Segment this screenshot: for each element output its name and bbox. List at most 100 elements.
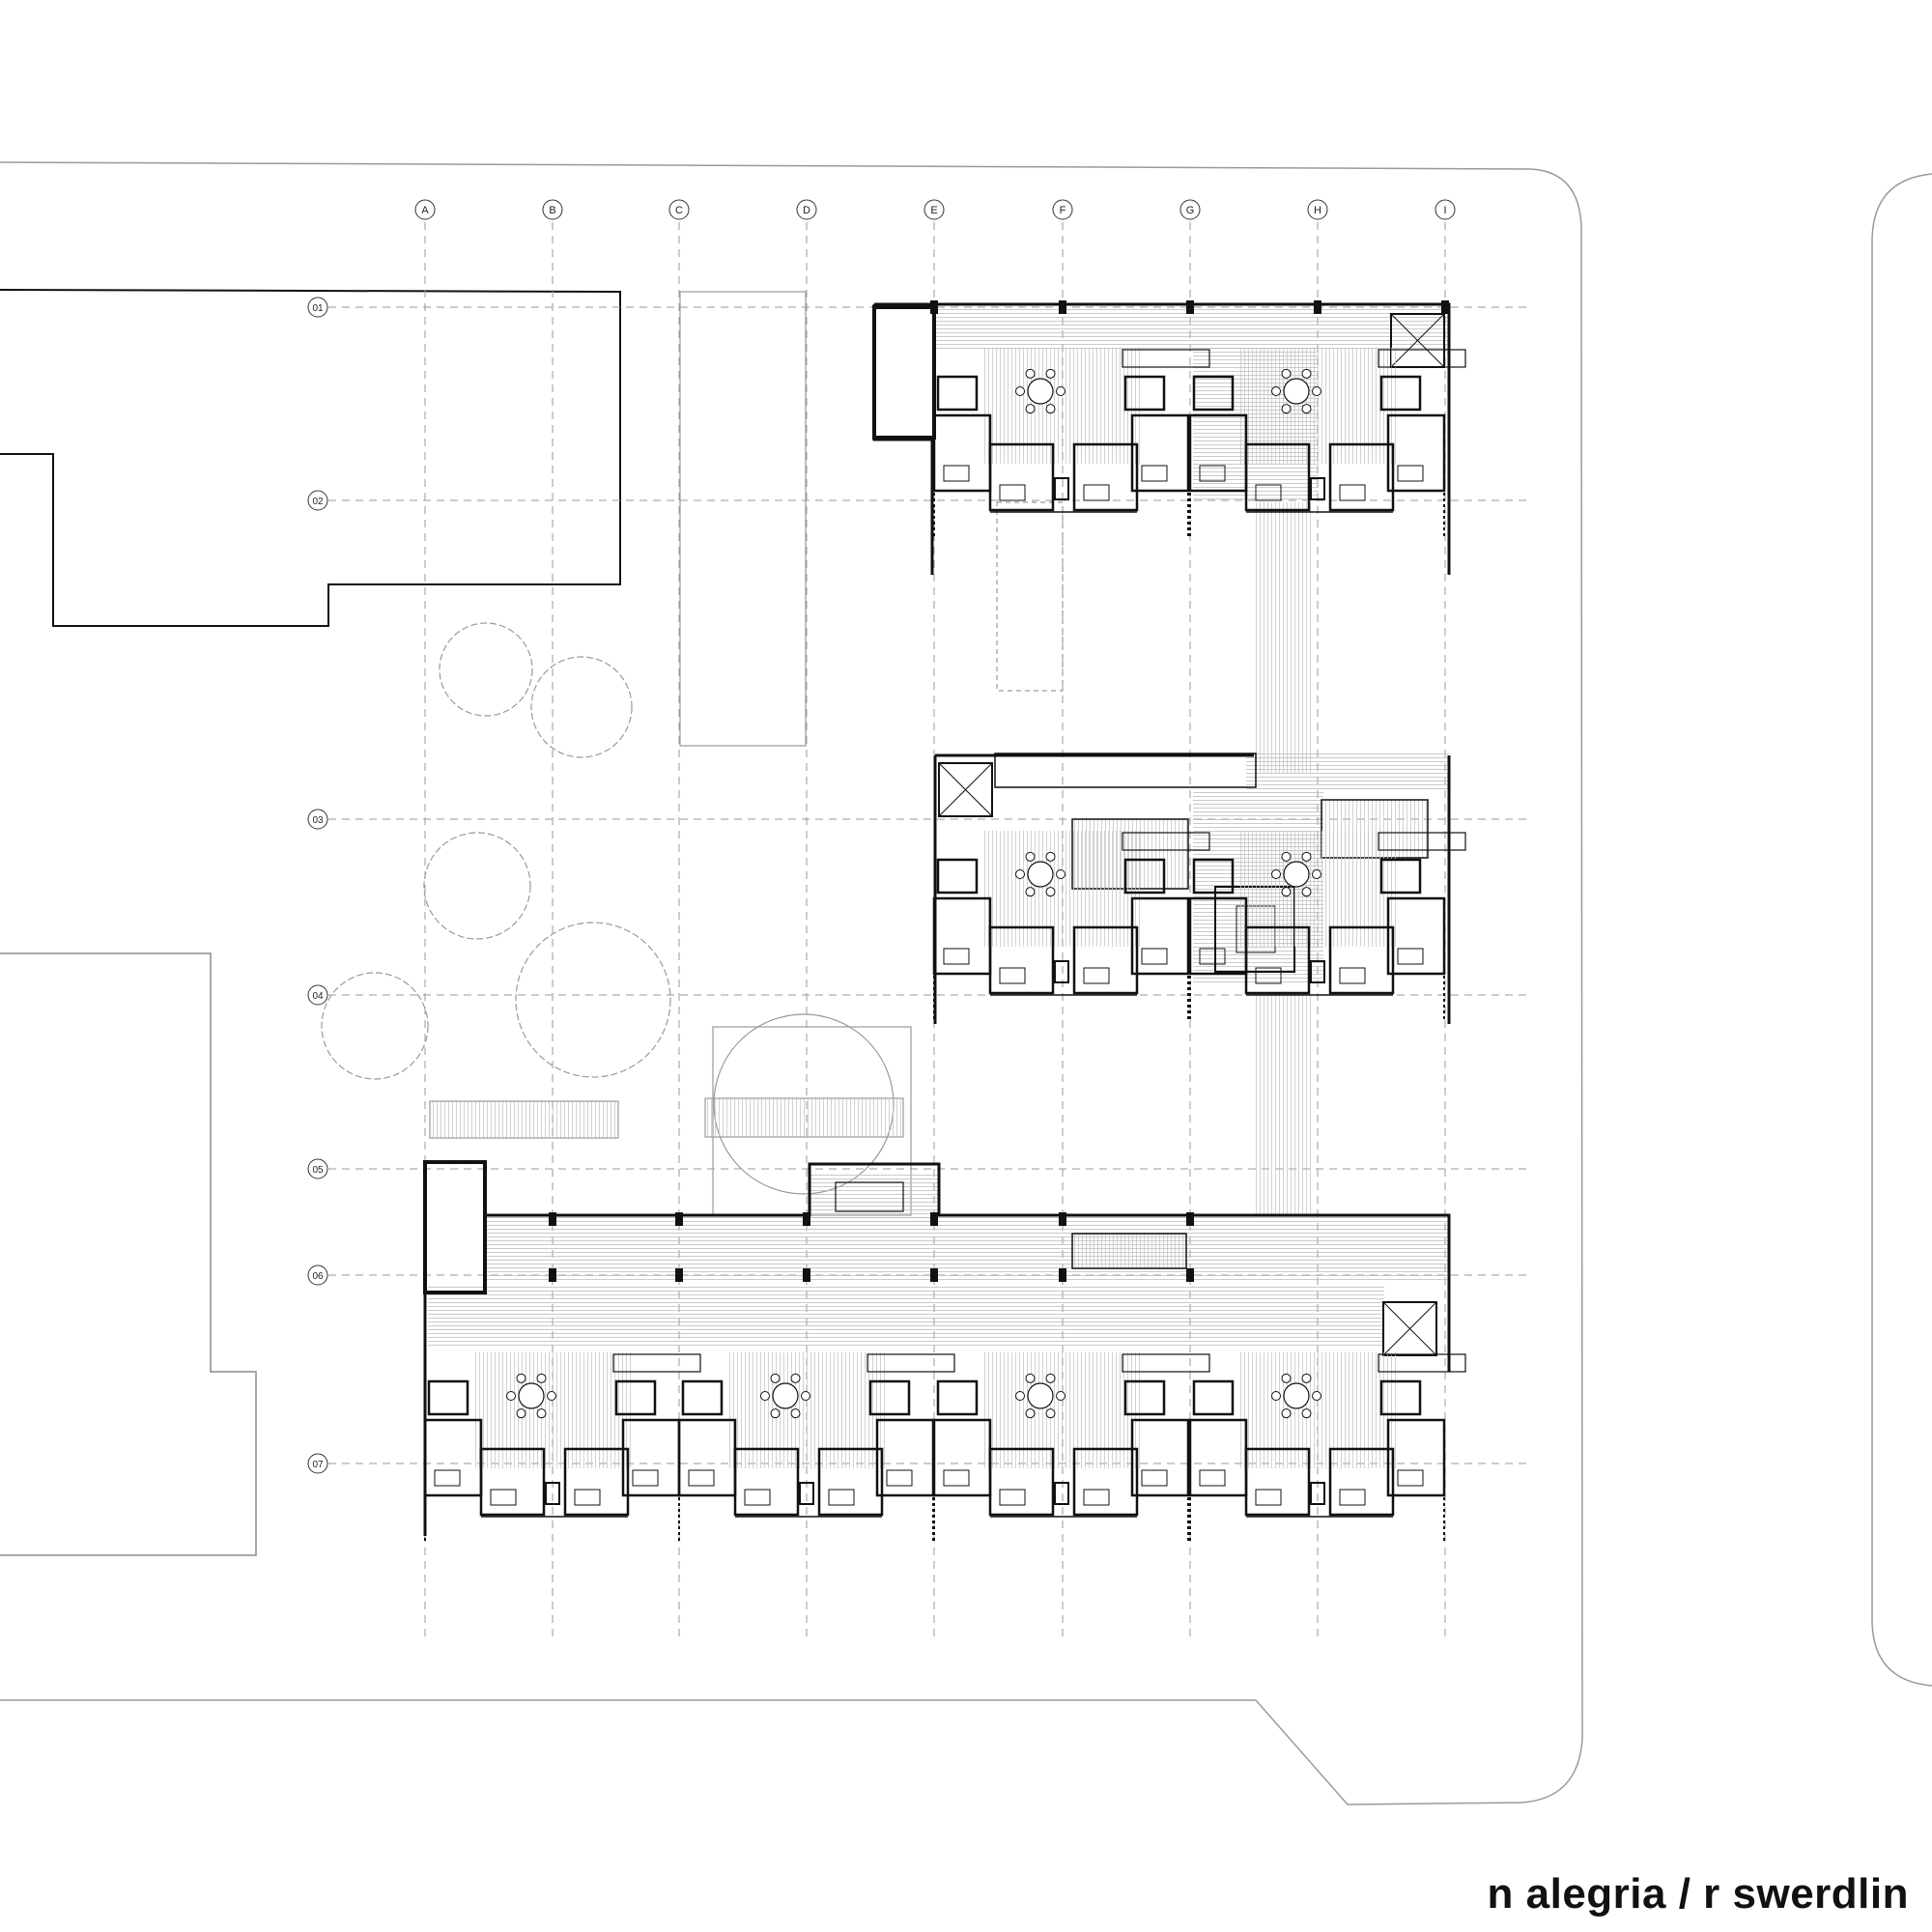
bedroom: [1244, 1447, 1311, 1517]
dining-chair: [1271, 869, 1281, 879]
desk: [1310, 1482, 1325, 1505]
bathroom: [868, 1379, 911, 1416]
bed: [943, 948, 970, 965]
apartment-units: [423, 348, 1466, 1541]
tree: [439, 622, 533, 717]
shared-living-room: [982, 831, 1142, 947]
bathroom: [1192, 1379, 1235, 1416]
building: [423, 300, 1466, 1541]
grid-bubble: [1435, 199, 1456, 220]
grid-row-label: 01: [312, 303, 324, 314]
dining-chair: [536, 1373, 547, 1383]
column: [1186, 1212, 1194, 1226]
dining-chair: [790, 1373, 801, 1383]
bed: [574, 1489, 601, 1506]
bed: [1255, 967, 1282, 984]
bed: [1397, 465, 1424, 482]
dining-chair: [1045, 887, 1056, 897]
column: [803, 1212, 810, 1226]
dining-chair: [1025, 851, 1036, 862]
bedroom: [677, 1418, 737, 1497]
desk: [545, 1482, 560, 1505]
middle-wing-outline: [933, 753, 1451, 1024]
outdoor-steps: [429, 1100, 619, 1139]
bathroom: [936, 858, 979, 895]
bathroom: [1379, 858, 1422, 895]
bed: [1339, 1489, 1366, 1506]
bathroom: [1123, 375, 1166, 412]
grid-row-label: 04: [312, 991, 324, 1002]
bedroom: [1130, 1418, 1190, 1497]
bedroom: [932, 413, 992, 493]
desk: [799, 1482, 814, 1505]
bedroom: [988, 1447, 1055, 1517]
dining-chair: [790, 1408, 801, 1419]
south-wing-elevator: [1382, 1301, 1437, 1356]
unit-cluster: [932, 831, 1210, 1019]
grid-bubble: [1307, 199, 1328, 220]
dining-chair: [1281, 1373, 1292, 1383]
column: [930, 300, 938, 314]
dining-chair: [1025, 404, 1036, 414]
shared-living-room: [1238, 1352, 1398, 1468]
bedroom: [1386, 896, 1446, 976]
bedroom: [932, 1418, 992, 1497]
grid-bubble: [307, 809, 328, 830]
grid-bubble: [1179, 199, 1201, 220]
dining-chair: [760, 1391, 770, 1401]
dining-table: [772, 1382, 799, 1409]
unit-cluster: [932, 348, 1210, 536]
dining-chair: [1312, 386, 1321, 396]
bridge-walkway-south: [1254, 995, 1314, 1217]
dining-chair: [1301, 887, 1312, 897]
dining-table: [1027, 378, 1054, 405]
column: [549, 1212, 556, 1226]
column: [1186, 300, 1194, 314]
bed: [744, 1489, 771, 1506]
grid-bubble: [923, 199, 945, 220]
bed: [1199, 948, 1226, 965]
grid-bubble: [307, 1158, 328, 1179]
bedroom: [423, 1418, 483, 1497]
dining-chair: [1301, 1408, 1312, 1419]
kitchen-counter: [1122, 832, 1210, 851]
dining-chair: [1271, 1391, 1281, 1401]
unit-cluster: [1188, 831, 1466, 1019]
bed: [688, 1469, 715, 1487]
dining-chair: [1301, 1373, 1312, 1383]
bed: [1255, 484, 1282, 501]
dining-chair: [1271, 386, 1281, 396]
dining-table: [518, 1382, 545, 1409]
bedroom: [1072, 1447, 1139, 1517]
neighbour-building-south: [0, 952, 257, 1556]
bed: [999, 484, 1026, 501]
grid-column-label: H: [1314, 205, 1321, 216]
tree: [423, 832, 531, 940]
bed: [632, 1469, 659, 1487]
bedroom: [1328, 925, 1395, 995]
south-wing-stair-core: [423, 1160, 487, 1294]
bed: [943, 465, 970, 482]
dining-chair: [1301, 368, 1312, 379]
column: [675, 1268, 683, 1282]
grid-bubble: [307, 1264, 328, 1286]
kitchen-counter: [1378, 832, 1466, 851]
dining-chair: [1025, 368, 1036, 379]
dining-chair: [1312, 1391, 1321, 1401]
outdoor-bench-steps: [704, 1097, 904, 1138]
bedroom: [563, 1447, 630, 1517]
bed: [1199, 465, 1226, 482]
bedroom: [479, 1447, 546, 1517]
unit-cluster: [1188, 1352, 1466, 1541]
shared-living-room: [1238, 831, 1398, 947]
bed: [434, 1469, 461, 1487]
grid-bubble: [307, 297, 328, 318]
planter-row: [994, 753, 1257, 788]
bed: [999, 1489, 1026, 1506]
bedroom: [988, 925, 1055, 995]
bathroom: [1379, 1379, 1422, 1416]
living-room-deck: [810, 1174, 940, 1222]
bedroom: [1328, 1447, 1395, 1517]
grid-row-label: 07: [312, 1460, 324, 1470]
corridor-deck-south-lower: [428, 1285, 1384, 1348]
